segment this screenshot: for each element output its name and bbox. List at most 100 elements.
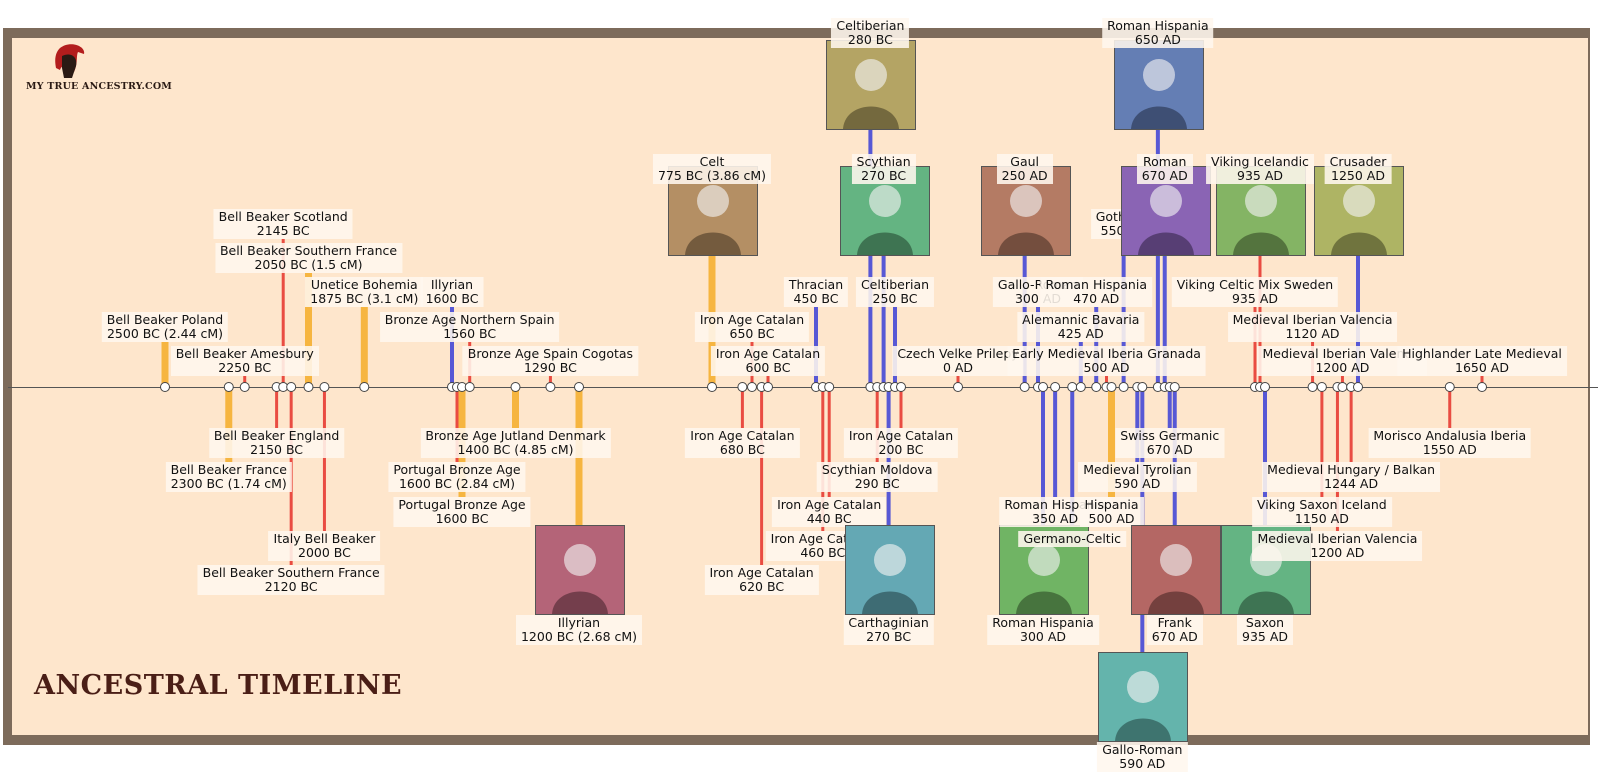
event-marker[interactable] — [574, 382, 584, 392]
event-date: 670 AD — [1146, 442, 1193, 457]
event-date: 590 AD — [1119, 756, 1166, 771]
event-date: 935 AD — [1241, 629, 1289, 644]
event-marker[interactable] — [1337, 382, 1348, 392]
event-marker[interactable] — [1137, 382, 1148, 392]
event-date: 270 BC — [866, 629, 912, 644]
event-marker[interactable] — [1038, 382, 1048, 392]
event-name: Bell Beaker France — [170, 462, 287, 477]
event-marker[interactable] — [545, 382, 556, 392]
event-name: Italy Bell Beaker — [273, 531, 376, 546]
event-marker[interactable] — [223, 382, 234, 392]
event-name: Scythian Moldova — [821, 462, 933, 477]
event-marker[interactable] — [1091, 382, 1102, 392]
event-date: 450 BC — [793, 291, 839, 306]
event-date: 935 AD — [1231, 291, 1278, 306]
celtiberian-coin-image — [826, 40, 917, 130]
event-marker[interactable] — [1353, 382, 1363, 392]
event-date: 1150 AD — [1294, 511, 1349, 526]
event-name: Frank — [1157, 615, 1192, 630]
event-date: 670 AD — [1151, 629, 1198, 644]
event-date: 1560 BC — [443, 326, 497, 341]
event-name: Hispania — [1084, 497, 1139, 512]
event-marker[interactable] — [160, 382, 170, 392]
event-name: Medieval Iberian Valencia — [1262, 346, 1423, 361]
event-date: 1200 AD — [1315, 360, 1370, 375]
event-name: Illyrian — [430, 277, 474, 292]
brand-logo-text: MY TRUE ANCESTRY.COM — [26, 81, 173, 92]
event-date: 290 BC — [854, 476, 900, 491]
event-marker[interactable] — [1067, 382, 1078, 392]
event-marker[interactable] — [1075, 382, 1086, 392]
event-marker[interactable] — [1118, 382, 1129, 392]
event-date: 600 BC — [745, 360, 791, 375]
event-name: Swiss Germanic — [1120, 428, 1220, 443]
event-marker[interactable] — [303, 382, 314, 392]
event-marker[interactable] — [359, 382, 370, 392]
event-date: 2250 BC — [218, 360, 272, 375]
event-date: 1120 AD — [1285, 326, 1340, 341]
event-marker[interactable] — [824, 382, 835, 392]
event-marker[interactable] — [1050, 382, 1061, 392]
event-name: Roman Hispania — [1107, 18, 1209, 33]
event-marker[interactable] — [1316, 382, 1327, 392]
event-marker[interactable] — [1106, 382, 1117, 392]
event-marker[interactable] — [1169, 382, 1180, 392]
event-marker[interactable] — [239, 382, 250, 392]
event-marker[interactable] — [1019, 382, 1030, 392]
event-date: 680 BC — [719, 442, 765, 457]
event-marker[interactable] — [737, 382, 748, 392]
event-marker[interactable] — [510, 382, 521, 392]
event-marker[interactable] — [319, 382, 330, 392]
event-name: Bell Beaker Poland — [106, 312, 224, 327]
event-marker[interactable] — [953, 382, 963, 392]
event-name: Germano-Celtic — [1023, 531, 1122, 546]
event-date: 2050 BC (1.5 cM) — [254, 257, 363, 272]
event-name: Iron Age Catalan — [690, 428, 795, 443]
event-marker[interactable] — [1477, 382, 1487, 392]
event-marker[interactable] — [1444, 382, 1455, 392]
event-name: Carthaginian — [848, 615, 929, 630]
event-name: Bell Beaker Southern France — [219, 243, 398, 258]
event-marker[interactable] — [464, 382, 475, 392]
event-name: Roman Hispania — [992, 615, 1094, 630]
event-date: 2145 BC — [256, 223, 310, 238]
event-marker[interactable] — [707, 382, 717, 392]
event-marker[interactable] — [896, 382, 906, 392]
event-marker[interactable] — [1260, 382, 1270, 392]
event-date: 1244 AD — [1324, 476, 1379, 491]
event-name: Roman — [1142, 154, 1187, 169]
event-date: 2000 BC — [297, 545, 351, 560]
event-name: Iron Age Catalan — [848, 428, 954, 443]
event-marker[interactable] — [1307, 382, 1318, 392]
event-marker[interactable] — [747, 382, 757, 392]
event-name: Bronze Age Spain Cogotas — [467, 346, 634, 361]
event-name: Thracian — [788, 277, 844, 292]
event-date: 1600 BC — [435, 511, 489, 526]
event-date: 350 AD — [1032, 511, 1079, 526]
event-date: 1550 AD — [1422, 442, 1477, 457]
event-marker[interactable] — [286, 382, 297, 392]
event-date: 2300 BC (1.74 cM) — [170, 476, 287, 491]
event-name: Gaul — [1010, 154, 1040, 169]
event-marker[interactable] — [763, 382, 773, 392]
